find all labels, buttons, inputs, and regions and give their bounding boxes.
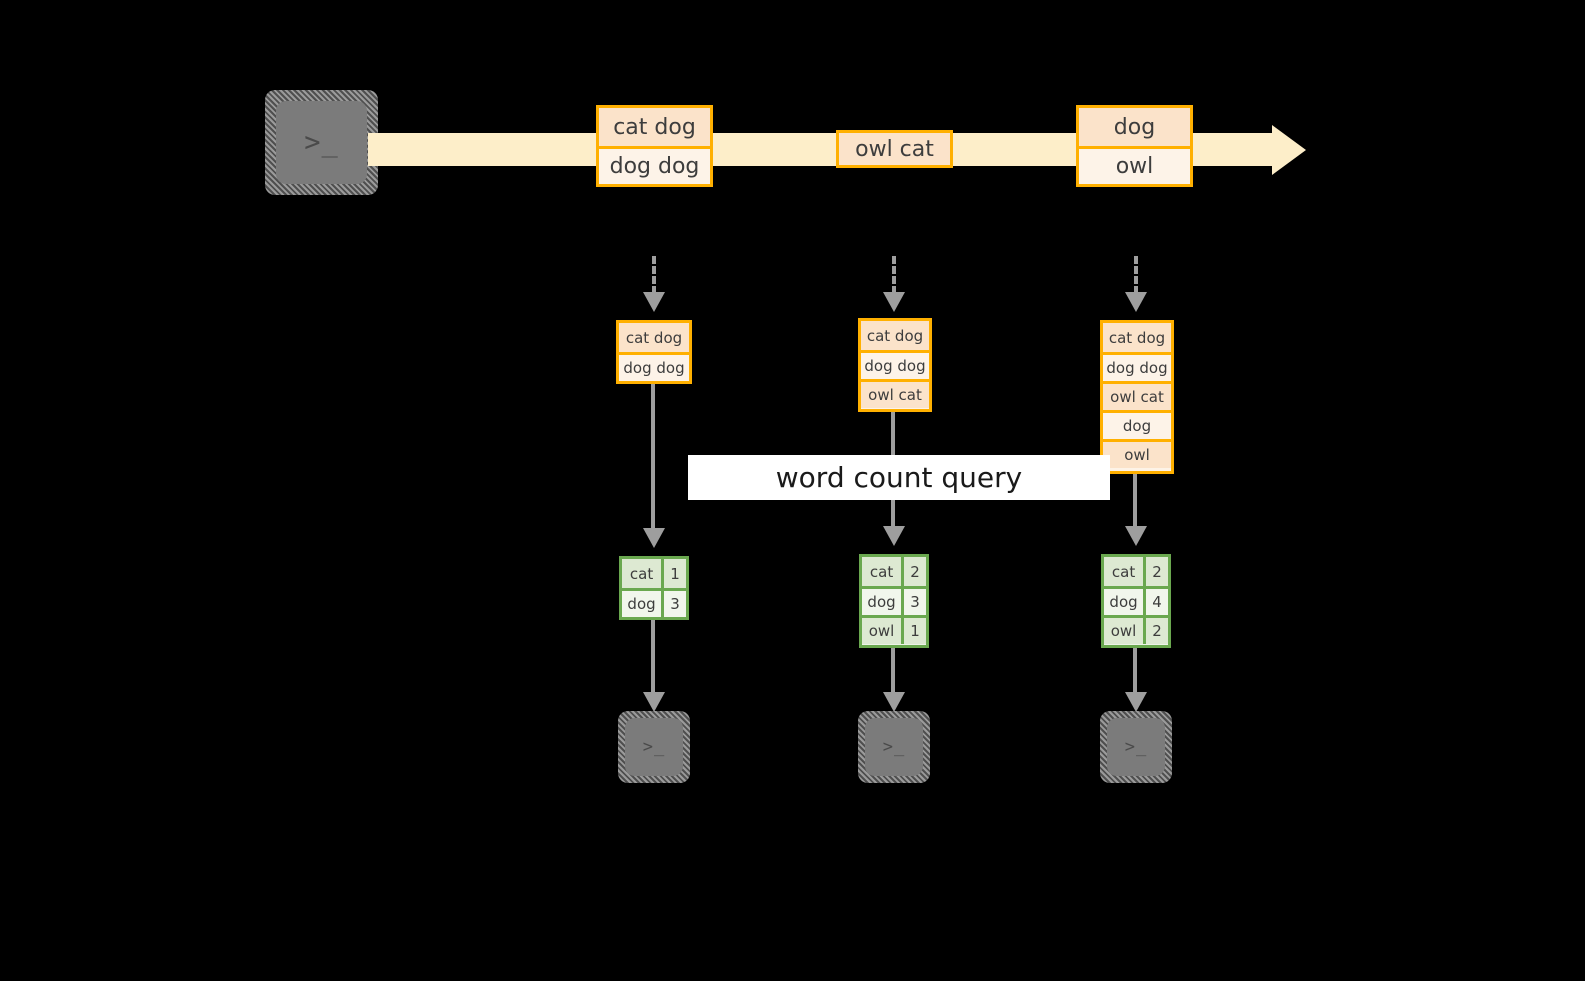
snapshot-input-line: owl	[1103, 439, 1171, 468]
stream-event-group-3: dog owl	[1076, 105, 1193, 187]
result-count: 2	[1146, 618, 1168, 644]
terminal-prompt-glyph: >_	[1124, 737, 1148, 757]
result-count: 3	[664, 591, 686, 617]
result-word: cat	[862, 557, 905, 586]
snapshot-2-to-consumer-arrowhead	[883, 692, 905, 712]
snapshot-input-line: cat dog	[619, 323, 689, 352]
snapshot-1-to-result-arrowhead	[643, 528, 665, 548]
terminal-prompt-glyph: >_	[642, 737, 666, 757]
snapshot-3-to-consumer-arrowhead	[1125, 692, 1147, 712]
stream-event-group-2: owl cat	[836, 130, 953, 168]
event-stream-arrowhead	[1272, 125, 1306, 175]
stream-event-line: cat dog	[599, 108, 710, 146]
result-word: owl	[1104, 618, 1147, 644]
snapshot-1-result-table: cat 1 dog 3	[619, 556, 689, 620]
snapshot-3-to-result-connector	[1133, 474, 1137, 530]
stream-to-snapshot-arrowhead	[643, 292, 665, 312]
snapshot-2-result-table: cat 2 dog 3 owl 1	[859, 554, 929, 648]
consumer-terminal-icon-3: >_	[1100, 711, 1172, 783]
stream-event-group-1: cat dog dog dog	[596, 105, 713, 187]
terminal-body	[625, 718, 683, 776]
result-count: 2	[904, 557, 926, 586]
result-word: dog	[1104, 589, 1147, 615]
result-word: cat	[1104, 557, 1147, 586]
snapshot-2-to-consumer-connector	[891, 648, 895, 696]
snapshot-1-to-result-connector	[651, 384, 655, 532]
result-row: owl 1	[862, 615, 926, 644]
snapshot-3-to-result-arrowhead	[1125, 526, 1147, 546]
stream-to-snapshot-connector	[1134, 256, 1138, 294]
stream-event-line: owl	[1079, 146, 1190, 184]
snapshot-1-to-consumer-arrowhead	[643, 692, 665, 712]
result-count: 1	[904, 618, 926, 644]
snapshot-input-line: owl cat	[861, 379, 929, 408]
result-word: dog	[862, 589, 905, 615]
result-row: dog 3	[622, 588, 686, 617]
result-row: cat 2	[862, 557, 926, 586]
result-word: cat	[622, 559, 665, 588]
snapshot-2-to-result-arrowhead	[883, 526, 905, 546]
stream-to-snapshot-connector	[652, 256, 656, 294]
result-count: 2	[1146, 557, 1168, 586]
snapshot-3-input-box: cat dog dog dog owl cat dog owl	[1100, 320, 1174, 474]
snapshot-input-line: cat dog	[861, 321, 929, 350]
stream-event-line: dog dog	[599, 146, 710, 184]
snapshot-input-line: dog dog	[619, 352, 689, 381]
result-count: 3	[904, 589, 926, 615]
terminal-body	[276, 101, 367, 184]
terminal-body	[865, 718, 923, 776]
stream-to-snapshot-arrowhead	[1125, 292, 1147, 312]
stream-to-snapshot-arrowhead	[883, 292, 905, 312]
snapshot-1-to-consumer-connector	[651, 620, 655, 696]
stream-to-snapshot-connector	[892, 256, 896, 294]
snapshot-3-result-table: cat 2 dog 4 owl 2	[1101, 554, 1171, 648]
snapshot-input-line: dog dog	[1103, 352, 1171, 381]
consumer-terminal-icon-2: >_	[858, 711, 930, 783]
result-count: 4	[1146, 589, 1168, 615]
result-word: owl	[862, 618, 905, 644]
result-count: 1	[664, 559, 686, 588]
snapshot-2-input-box: cat dog dog dog owl cat	[858, 318, 932, 412]
result-row: owl 2	[1104, 615, 1168, 644]
snapshot-input-line: cat dog	[1103, 323, 1171, 352]
stream-event-line: owl cat	[839, 133, 950, 165]
snapshot-input-line: dog dog	[861, 350, 929, 379]
snapshot-1-input-box: cat dog dog dog	[616, 320, 692, 384]
result-word: dog	[622, 591, 665, 617]
result-row: cat 1	[622, 559, 686, 588]
terminal-prompt-glyph: >_	[882, 737, 906, 757]
snapshot-input-line: dog	[1103, 410, 1171, 439]
query-label: word count query	[688, 455, 1110, 500]
stream-event-line: dog	[1079, 108, 1190, 146]
snapshot-3-to-consumer-connector	[1133, 648, 1137, 696]
result-row: dog 3	[862, 586, 926, 615]
terminal-body	[1107, 718, 1165, 776]
consumer-terminal-icon-1: >_	[618, 711, 690, 783]
result-row: cat 2	[1104, 557, 1168, 586]
snapshot-input-line: owl cat	[1103, 381, 1171, 410]
result-row: dog 4	[1104, 586, 1168, 615]
terminal-prompt-glyph: >_	[304, 127, 339, 158]
producer-terminal-icon: >_	[265, 90, 378, 195]
